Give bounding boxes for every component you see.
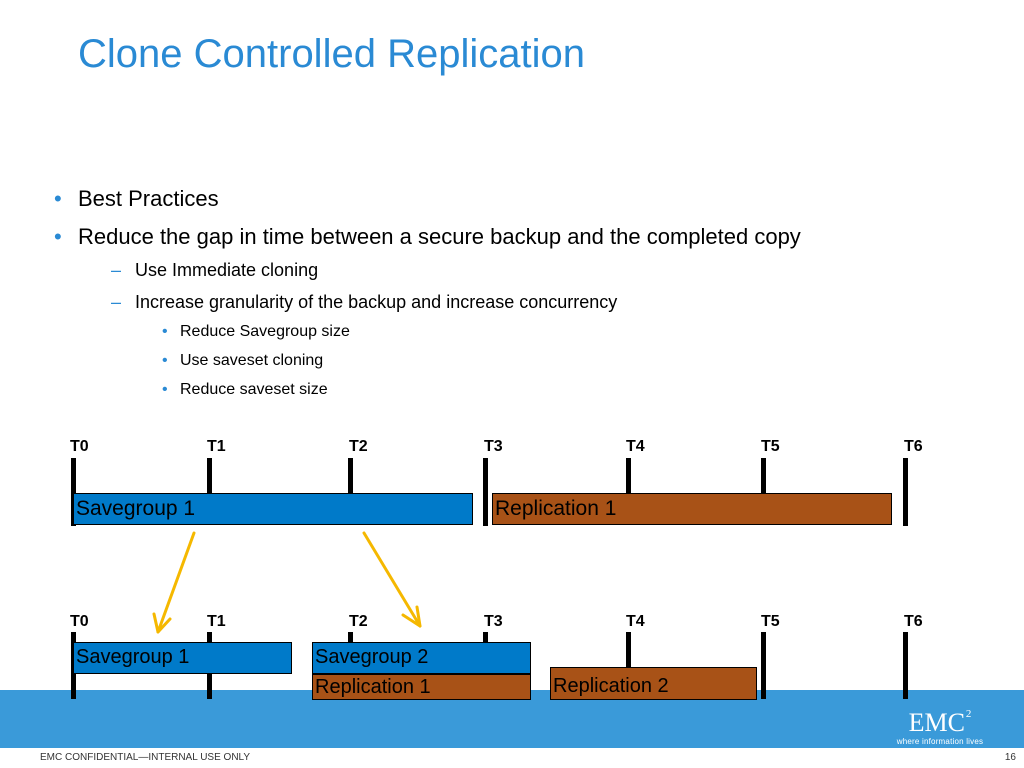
tick-mark xyxy=(903,458,908,526)
savegroup-2-bar: Savegroup 2 xyxy=(312,642,531,674)
tick-mark xyxy=(626,632,631,667)
tick-label: T4 xyxy=(626,438,645,455)
tick-label: T1 xyxy=(207,613,226,630)
bullet-marker: • xyxy=(54,224,62,249)
tick-label: T0 xyxy=(70,438,89,455)
tick-label: T2 xyxy=(349,438,368,455)
emc-logo: EMC2 where information lives xyxy=(892,701,988,747)
bullet-marker: – xyxy=(111,292,122,312)
tick-label: T1 xyxy=(207,438,226,455)
tick-mark xyxy=(903,632,908,699)
replication-1-bar: Replication 1 xyxy=(492,493,892,525)
tick-mark xyxy=(761,458,766,493)
sub-bullet-2: – Increase granularity of the backup and… xyxy=(111,292,618,313)
bullet-2: • Reduce the gap in time between a secur… xyxy=(54,224,801,250)
tick-mark xyxy=(348,632,353,642)
bullet-1: • Best Practices xyxy=(54,186,219,212)
tick-label: T4 xyxy=(626,613,645,630)
bullet-text: Use saveset cloning xyxy=(180,352,324,369)
tick-mark xyxy=(483,632,488,642)
tick-label: T6 xyxy=(904,438,923,455)
replication-2-bar: Replication 2 xyxy=(550,667,757,700)
logo-superscript: 2 xyxy=(965,708,972,720)
sub-sub-bullet-2: • Use saveset cloning xyxy=(162,352,324,370)
logo-text: EMC xyxy=(908,708,965,737)
savegroup-1-bar: Savegroup 1 xyxy=(73,642,292,674)
tick-mark xyxy=(761,632,766,699)
tick-mark xyxy=(71,458,76,526)
tick-mark xyxy=(626,458,631,493)
bullet-text: Increase granularity of the backup and i… xyxy=(135,292,618,312)
confidential-notice: EMC CONFIDENTIAL—INTERNAL USE ONLY xyxy=(40,752,251,763)
sub-sub-bullet-1: • Reduce Savegroup size xyxy=(162,323,350,341)
tick-label: T2 xyxy=(349,613,368,630)
bullet-marker: – xyxy=(111,260,122,280)
tick-label: T5 xyxy=(761,438,780,455)
logo-tagline: where information lives xyxy=(896,737,984,746)
bullet-marker: • xyxy=(54,186,62,211)
tick-mark xyxy=(348,458,353,493)
tick-label: T6 xyxy=(904,613,923,630)
tick-label: T0 xyxy=(70,613,89,630)
sub-bullet-1: – Use Immediate cloning xyxy=(111,260,319,281)
tick-mark xyxy=(483,458,488,526)
savegroup-1-bar: Savegroup 1 xyxy=(73,493,473,525)
tick-label: T3 xyxy=(484,438,503,455)
bullet-marker: • xyxy=(162,323,168,340)
bullet-text: Reduce saveset size xyxy=(180,381,328,398)
bullet-marker: • xyxy=(162,352,168,369)
bullet-text: Use Immediate cloning xyxy=(135,260,319,280)
bullet-text: Reduce the gap in time between a secure … xyxy=(78,224,801,249)
arrow-savegroup-2 xyxy=(362,531,422,628)
tick-mark xyxy=(207,458,212,493)
page-number: 16 xyxy=(1004,752,1016,763)
tick-label: T3 xyxy=(484,613,503,630)
sub-sub-bullet-3: • Reduce saveset size xyxy=(162,381,328,399)
bullet-text: Reduce Savegroup size xyxy=(180,323,350,340)
arrow-savegroup-1 xyxy=(152,531,196,634)
bullet-text: Best Practices xyxy=(78,186,219,211)
slide-title: Clone Controlled Replication xyxy=(78,32,585,76)
tick-label: T5 xyxy=(761,613,780,630)
bullet-marker: • xyxy=(162,381,168,398)
replication-1-bar: Replication 1 xyxy=(312,674,531,700)
